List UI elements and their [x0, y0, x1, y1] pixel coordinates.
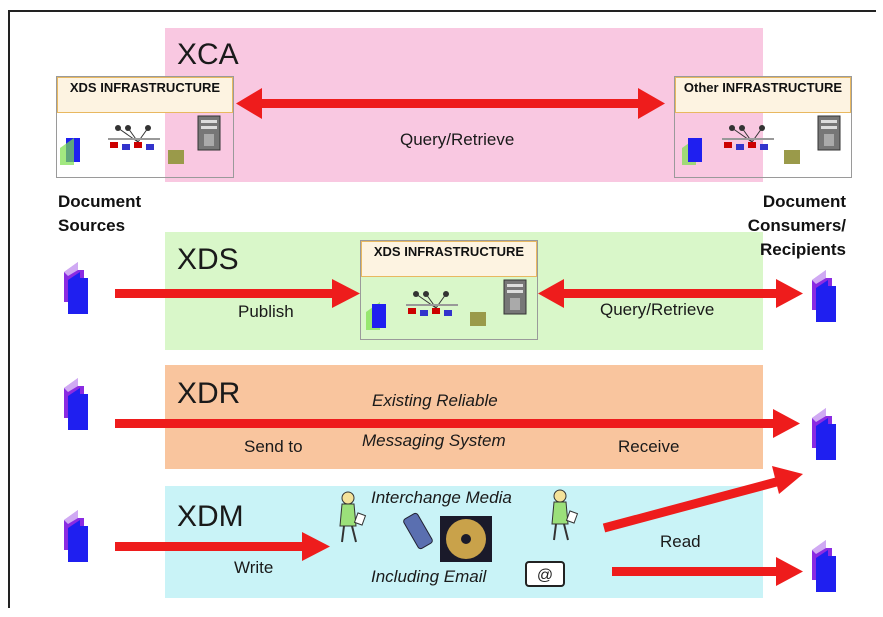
xds-publish-arrow	[115, 279, 360, 308]
xdm-write-label: Write	[234, 558, 274, 577]
xdm-media-label: Interchange Media	[371, 488, 512, 507]
usb-drive-icon	[403, 512, 433, 550]
xdr-receive-label: Receive	[618, 437, 680, 456]
xdm-write-arrow	[115, 532, 330, 561]
xds-infra-art	[366, 279, 527, 330]
document-icon	[688, 138, 702, 162]
source-document-icon-xdm	[64, 510, 88, 562]
person-icon	[551, 489, 579, 541]
xdr-line2: Messaging System	[362, 431, 506, 450]
xca-query-label: Query/Retrieve	[400, 130, 515, 149]
document-sources-label: Document Sources	[58, 192, 142, 235]
xdm-email-label: Including Email	[371, 567, 487, 586]
infra-header: Other INFRASTRUCTURE	[675, 77, 851, 113]
cd-disc-icon	[440, 516, 492, 562]
xca-right-infra-art	[682, 115, 841, 165]
xdr-send-arrow	[115, 409, 800, 438]
xds-infrastructure: XDS INFRASTRUCTURE	[360, 240, 538, 340]
svg-text:@: @	[537, 567, 553, 584]
xds-query-arrow	[538, 279, 803, 308]
email-icon	[784, 150, 800, 164]
document-consumers-label: Document Consumers/ Recipients	[747, 192, 846, 259]
consumer-document-icon-xds	[812, 270, 836, 322]
xds-query-label: Query/Retrieve	[600, 300, 715, 319]
email-icon	[168, 150, 184, 164]
xds-title: XDS	[177, 243, 239, 276]
consumer-document-icon-xdr	[812, 408, 836, 460]
xdm-title: XDM	[177, 500, 244, 533]
infra-header: XDS INFRASTRUCTURE	[361, 241, 537, 277]
xdr-title: XDR	[177, 377, 241, 410]
xca-left-infra-art	[60, 115, 221, 165]
xca-left-infrastructure: XDS INFRASTRUCTURE	[56, 76, 234, 178]
xca-right-infrastructure: Other INFRASTRUCTURE	[674, 76, 852, 178]
document-icon	[372, 304, 386, 328]
xca-double-arrow	[236, 88, 665, 119]
xdr-line1: Existing Reliable	[372, 391, 498, 410]
diagram-frame	[8, 10, 876, 608]
person-icon	[339, 491, 367, 543]
xdr-send-label: Send to	[244, 437, 303, 456]
xdm-read-label: Read	[660, 532, 701, 551]
email-icon: @	[525, 561, 565, 587]
email-icon	[470, 312, 486, 326]
xdr-band	[165, 365, 763, 469]
infra-header: XDS INFRASTRUCTURE	[57, 77, 233, 113]
xdm-read-down-arrow	[612, 557, 803, 586]
xca-title: XCA	[177, 38, 239, 71]
source-document-icon-xdr	[64, 378, 88, 430]
xdm-read-up-arrow	[602, 466, 803, 533]
xds-publish-label: Publish	[238, 302, 294, 321]
consumer-document-icon-xdm	[812, 540, 836, 592]
source-document-icon-xds	[64, 262, 88, 314]
